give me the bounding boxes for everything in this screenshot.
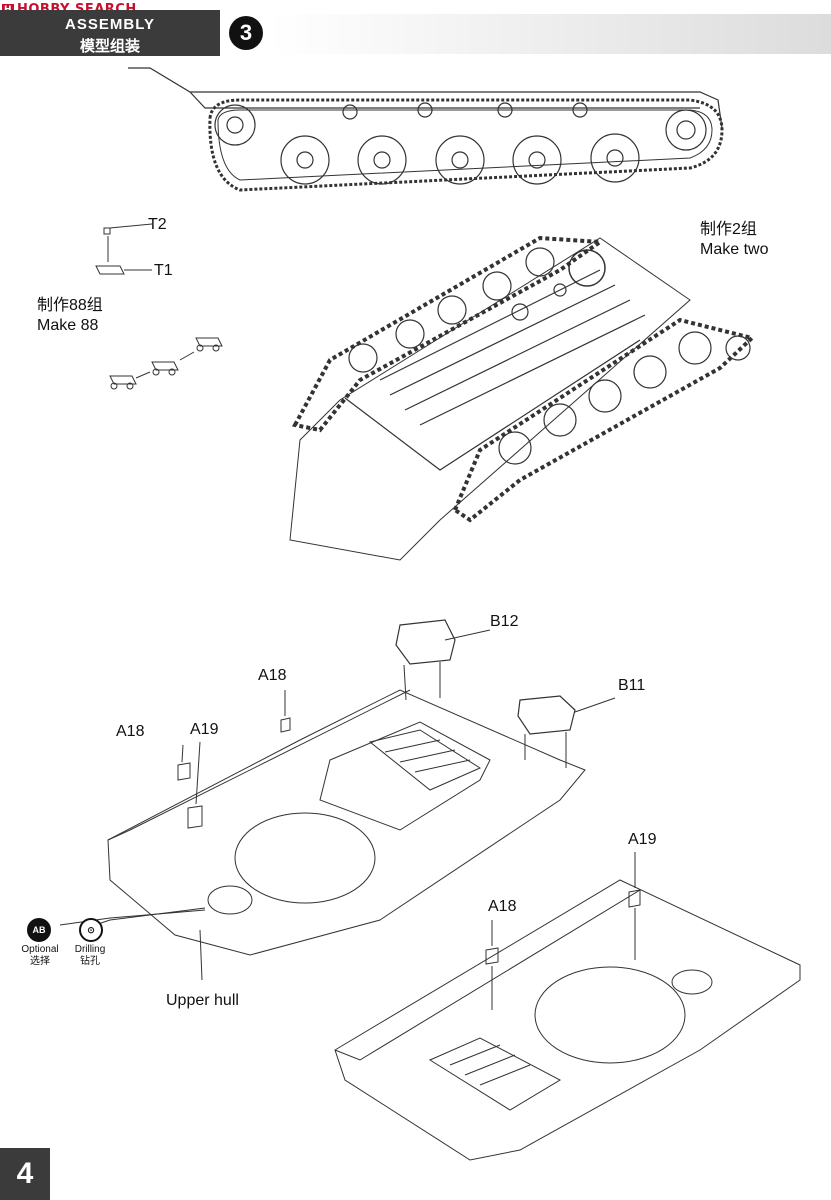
part-label-b12: B12 (490, 613, 519, 630)
optional-legend: AB (26, 918, 52, 942)
underside-drawing (289, 235, 757, 561)
part-label-a18-mid: A18 (258, 667, 287, 684)
make-88-cn: 制作88组 (37, 297, 103, 314)
assembly-header: ASSEMBLY 模型组装 (0, 10, 220, 56)
header-title-cn: 模型组装 (79, 38, 140, 55)
drilling-text: Drilling 钻孔 (70, 944, 110, 968)
part-label-a19-right: A19 (628, 831, 657, 848)
header-title-en: ASSEMBLY (65, 16, 155, 33)
drilling-icon: ⊙ (79, 918, 103, 942)
make-88-note: 制作88组 Make 88 (37, 296, 103, 336)
side-view-drawing (128, 67, 724, 192)
part-label-t2: T2 (148, 216, 167, 233)
optional-en: Optional (21, 944, 59, 955)
optional-cn: 选择 (30, 956, 50, 967)
make-two-note: 制作2组 Make two (700, 220, 768, 260)
part-label-a19-left: A19 (190, 721, 219, 738)
part-label-a18-right: A18 (488, 898, 517, 915)
upper-hull-drawing (59, 619, 616, 981)
optional-icon: AB (27, 918, 51, 942)
drilling-cn: 钻孔 (80, 956, 100, 967)
part-label-b11: B11 (618, 677, 646, 694)
page-number: 4 (0, 1148, 50, 1200)
header-gradient-band (270, 14, 831, 54)
step-number-badge: 3 (229, 16, 263, 50)
drilling-en: Drilling (74, 944, 106, 955)
part-label-a18-left: A18 (116, 723, 145, 740)
drilling-legend: ⊙ (78, 918, 104, 942)
upper-hull-label: Upper hull (166, 992, 239, 1009)
make-88-en: Make 88 (37, 317, 99, 334)
make-two-en: Make two (700, 241, 769, 258)
optional-text: Optional 选择 (20, 944, 60, 968)
make-two-cn: 制作2组 (700, 221, 757, 238)
track-link-detail (95, 223, 223, 390)
part-label-t1: T1 (154, 262, 173, 279)
upper-hull-second-view (334, 852, 801, 1161)
